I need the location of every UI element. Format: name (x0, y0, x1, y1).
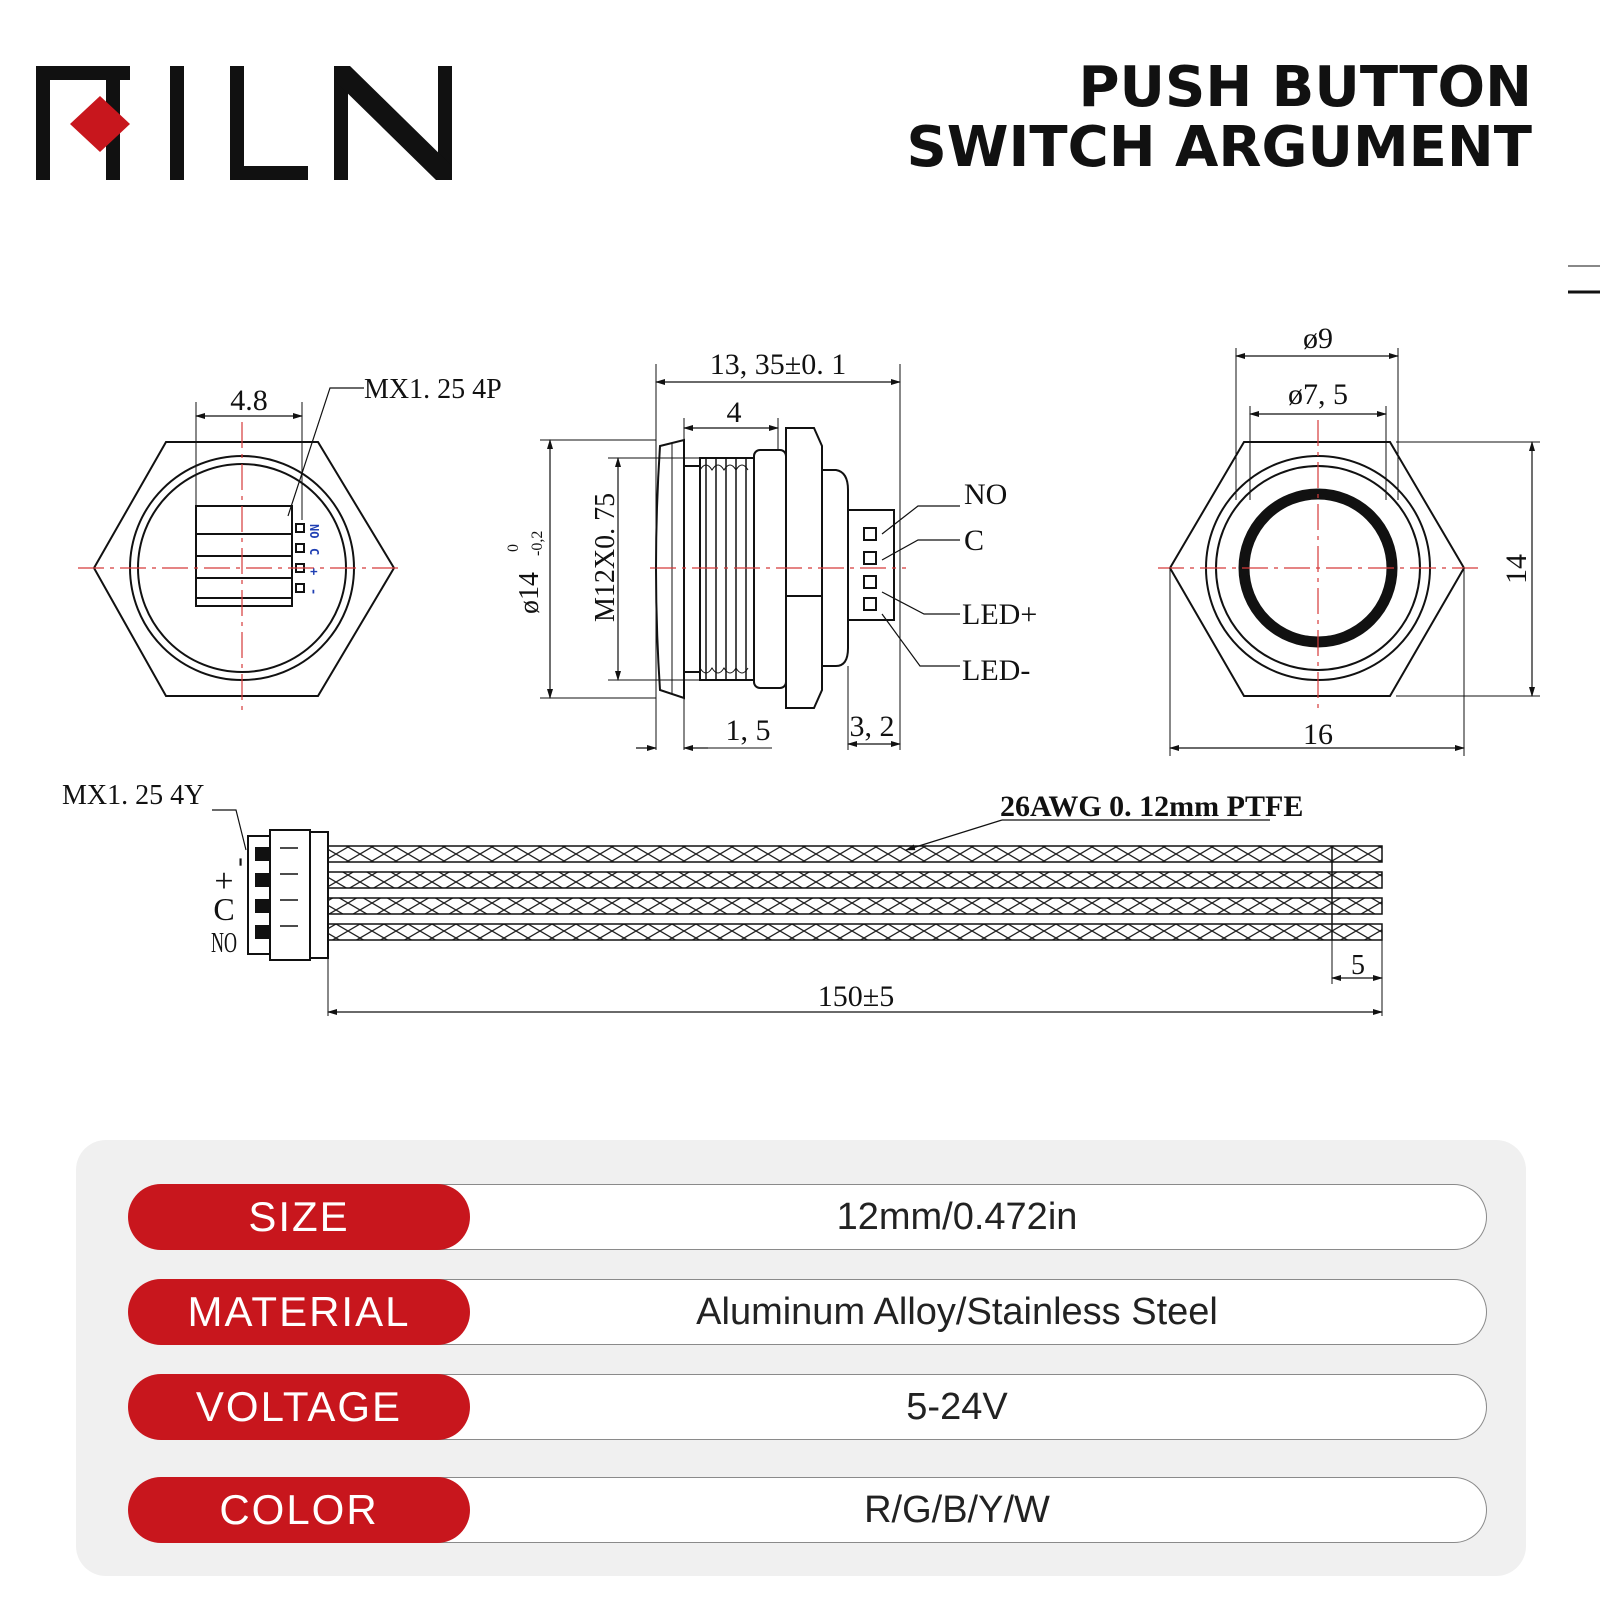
spec-value: Aluminum Alloy/Stainless Steel (428, 1279, 1487, 1345)
back-pin-labels: NO C + - (307, 524, 321, 595)
back-width-dim: 4.8 (230, 384, 268, 417)
spec-label: MATERIAL (128, 1279, 470, 1345)
back-connector-label: MX1. 25 4P (364, 374, 502, 405)
front-width-dim: 16 (1303, 718, 1333, 751)
side-pin-led-minus: LED- (962, 654, 1030, 687)
back-view (78, 387, 404, 712)
spec-row-size: 12mm/0.472in SIZE (128, 1184, 1488, 1250)
back-pin-c: C (307, 548, 321, 555)
side-diameter-tol-lower: -0,2 (529, 531, 546, 556)
front-view (1158, 348, 1540, 756)
cable-assembly (212, 809, 1383, 1016)
spec-label: SIZE (128, 1184, 470, 1250)
cable-total-length: 150±5 (818, 980, 894, 1013)
cable-connector-label: MX1. 25 4Y (62, 780, 204, 811)
back-pin-no: NO (307, 524, 321, 538)
wire-label-no: NO (211, 928, 237, 959)
cable-wire-spec: 26AWG 0. 12mm PTFE (1000, 790, 1303, 823)
side-thread-spec: M12X0. 75 (590, 493, 621, 622)
title-line-2: SWITCH ARGUMENT (906, 115, 1532, 180)
side-overall-length: 13, 35±0. 1 (710, 348, 846, 381)
wires (327, 845, 1383, 941)
side-diameter-tol-upper: 0 (505, 544, 522, 552)
wire-label-plus: + (214, 863, 233, 900)
side-connector-dim: 3, 2 (850, 710, 895, 743)
spec-row-voltage: 5-24V VOLTAGE (128, 1374, 1488, 1440)
title-line-1: PUSH BUTTON (1078, 55, 1532, 120)
filn-logo (36, 66, 452, 180)
side-pin-c: C (964, 524, 984, 557)
back-pin-minus: - (307, 588, 321, 595)
side-diameter-dim: ø14 0 -0,2 (505, 531, 546, 614)
back-pin-plus: + (307, 568, 321, 575)
wire-label-minus: - (227, 857, 258, 866)
spec-value: 12mm/0.472in (428, 1184, 1487, 1250)
side-thread-length: 4 (727, 396, 742, 429)
front-height-dim: 14 (1500, 554, 1533, 584)
spec-label: VOLTAGE (128, 1374, 470, 1440)
cable-wire-labels: - + C NO (211, 857, 258, 959)
spec-row-material: Aluminum Alloy/Stainless Steel MATERIAL (128, 1279, 1488, 1345)
side-flange-dim: 1, 5 (726, 714, 771, 747)
side-pin-no: NO (964, 478, 1007, 511)
front-inner-dia: ø7, 5 (1288, 378, 1348, 411)
side-diameter-value: ø14 (514, 572, 545, 614)
front-outer-dia: ø9 (1303, 322, 1333, 355)
wire-label-c: C (213, 891, 234, 927)
cable-strip-length: 5 (1351, 950, 1365, 981)
spec-value: 5-24V (428, 1374, 1487, 1440)
spec-row-color: R/G/B/Y/W COLOR (128, 1477, 1488, 1543)
diamond-mark (70, 96, 130, 152)
spec-label: COLOR (128, 1477, 470, 1543)
spec-value: R/G/B/Y/W (428, 1477, 1487, 1543)
side-view (540, 364, 960, 751)
side-pin-led-plus: LED+ (962, 598, 1037, 631)
